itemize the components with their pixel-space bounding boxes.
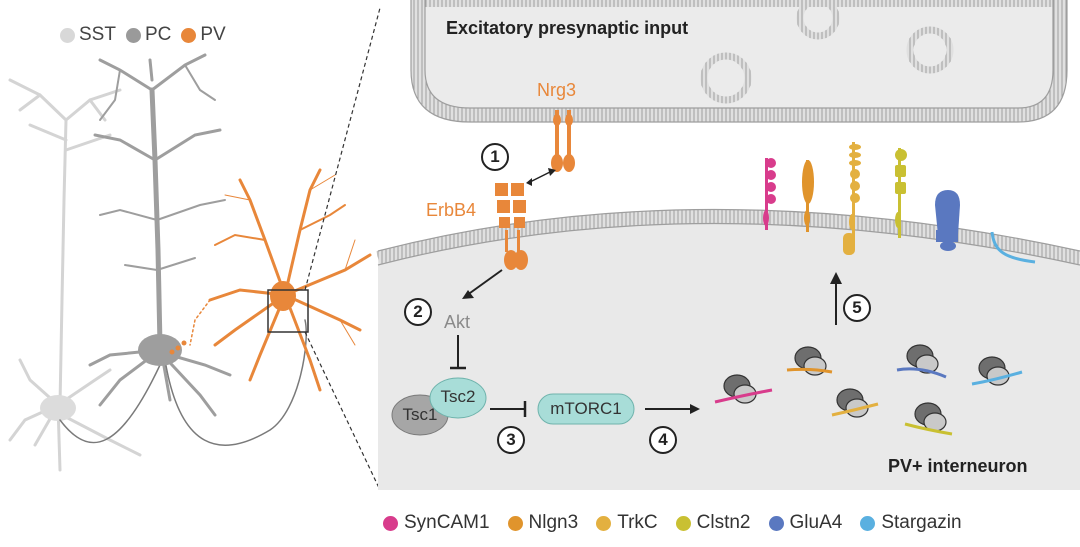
legend-item-stargazin: Stargazin (860, 512, 962, 534)
erbb4-akt-arrow (469, 269, 503, 294)
akt-label: Akt (444, 312, 471, 332)
pv-neuron (169, 168, 372, 392)
presynaptic-label: Excitatory presynaptic input (446, 18, 689, 38)
mtorc1-label: mTORC1 (550, 399, 622, 418)
zoom-line-bottom (304, 331, 381, 491)
tsc2-label: Tsc2 (440, 387, 476, 406)
legend-item-syncam1: SynCAM1 (383, 512, 490, 534)
zoom-line-top (304, 7, 381, 291)
mtorc1-shape (537, 393, 635, 425)
legend-label: PV (200, 24, 226, 45)
legend-swatch (507, 515, 523, 531)
step-3-marker: 3 (497, 426, 525, 454)
ribosomes (714, 344, 1023, 436)
legend-swatch (675, 515, 691, 531)
postsynaptic-membrane (376, 209, 1080, 265)
legend-swatch (768, 515, 784, 531)
trkc-protein (843, 142, 861, 255)
legend-swatch (383, 515, 398, 531)
legend-label: Nlgn3 (528, 512, 579, 533)
step-4-marker: 4 (649, 426, 677, 454)
legend-item-sst: SST (60, 24, 116, 46)
legend-item-nlgn3: Nlgn3 (507, 512, 579, 534)
legend-label: SST (79, 24, 116, 45)
legend-swatch (860, 515, 876, 531)
legend-item-pc: PC (125, 24, 172, 46)
legend-item-glua4: GluA4 (768, 512, 843, 534)
erbb4-label: ErbB4 (426, 200, 477, 220)
legend-swatch (181, 27, 197, 43)
legend-item-clstn2: Clstn2 (675, 512, 751, 534)
glua4-protein (935, 190, 960, 251)
synaptic-vesicles (700, 0, 954, 104)
legend-item-pv: PV (181, 24, 226, 46)
zoom-box (267, 289, 309, 333)
step-5-marker: 5 (843, 294, 871, 322)
erbb4-protein (495, 183, 528, 270)
nlgn3-protein (802, 160, 814, 232)
legend-label: Clstn2 (696, 512, 751, 533)
step-2-marker: 2 (404, 298, 432, 326)
nrg3-label: Nrg3 (537, 80, 577, 100)
step-1-marker: 1 (481, 143, 509, 171)
pv-interneuron-label: PV+ interneuron (888, 456, 1028, 476)
nrg3-protein (551, 110, 575, 172)
stargazin-protein (990, 231, 1036, 264)
legend-label: GluA4 (789, 512, 843, 533)
syncam1-protein (763, 158, 776, 230)
legend-swatch (125, 27, 141, 43)
legend-swatch (60, 27, 75, 43)
tsc1-label: Tsc1 (402, 405, 438, 424)
legend-label: TrkC (617, 512, 658, 533)
sst-neuron (8, 78, 142, 472)
tsc2-shape (429, 377, 487, 419)
legend-item-trkc: TrkC (596, 512, 658, 534)
cell-type-legend: SST PC PV (60, 24, 226, 46)
legend-label: Stargazin (881, 512, 962, 533)
clstn2-protein (895, 148, 907, 238)
legend-label: PC (144, 24, 172, 45)
legend-swatch (596, 515, 612, 531)
nrg3-erbb4-arrow (529, 171, 551, 183)
pc-neuron (59, 53, 307, 446)
pv-cell-body (378, 216, 1080, 490)
protein-legend: SynCAM1 Nlgn3 TrkC Clstn2 GluA4 Stargazi… (383, 512, 962, 534)
legend-label: SynCAM1 (404, 512, 490, 533)
